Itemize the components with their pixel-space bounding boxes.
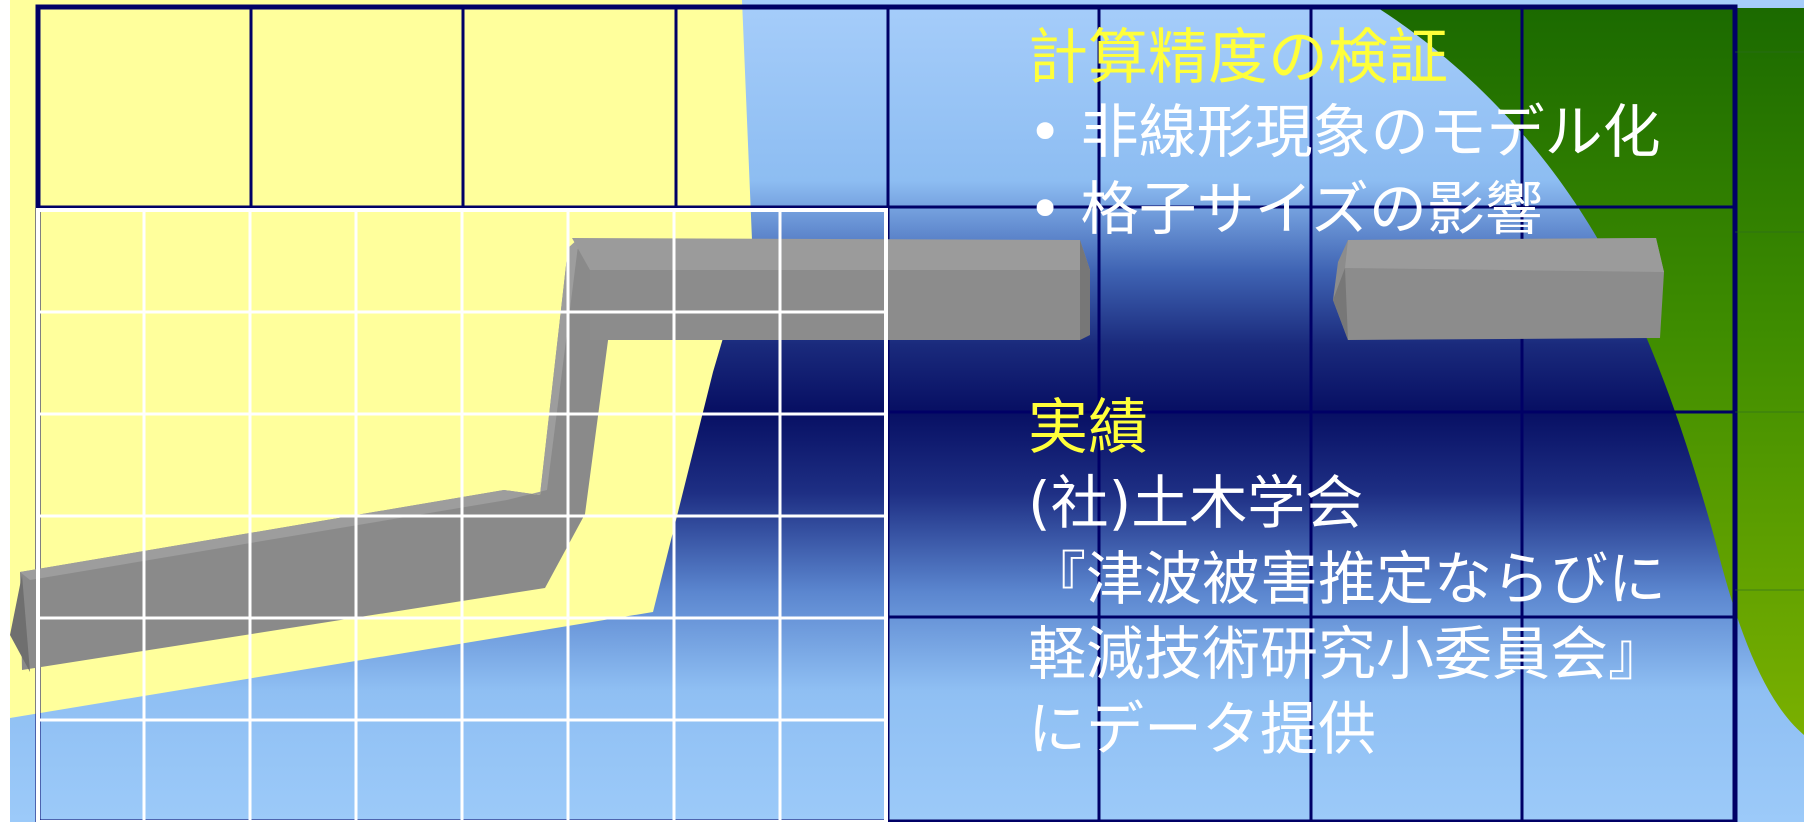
achievement-line-2: 『津波被害推定ならびに	[1028, 545, 1667, 613]
coastal-terrain	[1378, 8, 1804, 735]
breakwater-offshore-1	[572, 238, 1090, 340]
achievement-line-4: にデータ提供	[1028, 695, 1377, 763]
breakwater-offshore-2	[1333, 238, 1664, 340]
left-margin	[0, 0, 10, 822]
achievement-line-3: 軽減技術研究小委員会』	[1028, 620, 1667, 688]
bullet-nonlinear: • 非線形現象のモデル化	[1028, 98, 1661, 166]
bullet-grid-size: • 格子サイズの影響	[1028, 175, 1543, 243]
breakwater-landside	[10, 238, 620, 672]
achievement-line-1: (社)土木学会	[1028, 469, 1364, 537]
accuracy-heading: 計算精度の検証	[1028, 23, 1448, 93]
achievements-heading: 実績	[1028, 393, 1148, 463]
grid-extension	[1735, 51, 1804, 591]
fine-grid	[36, 208, 888, 822]
